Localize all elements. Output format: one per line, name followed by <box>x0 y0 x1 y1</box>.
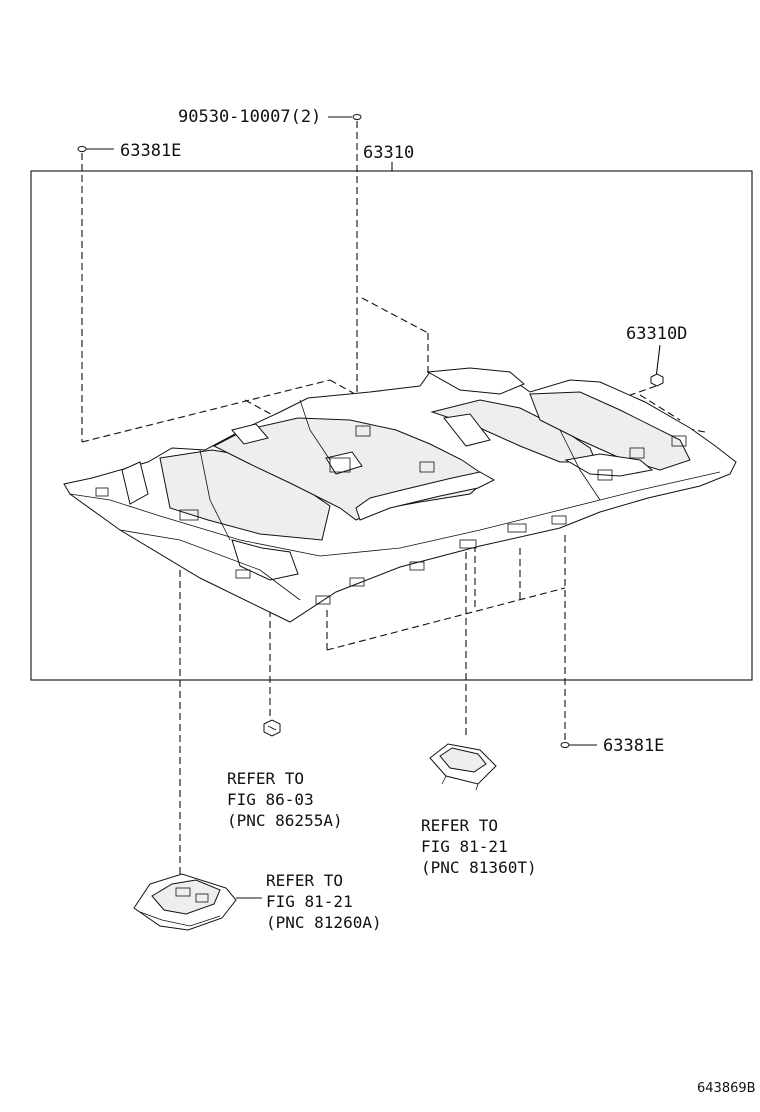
reference-note-bottom: REFER TO FIG 81-21 (PNC 81260A) <box>266 871 382 932</box>
ref-bottom-line3: (PNC 81260A) <box>266 913 382 932</box>
leader-retainer <box>655 344 661 379</box>
reference-note-middle: REFER TO FIG 81-21 (PNC 81360T) <box>421 816 537 877</box>
diagram-id: 643869B <box>697 1081 756 1096</box>
bolt-icon <box>352 114 362 120</box>
ref-middle-line3: (PNC 81360T) <box>421 858 537 877</box>
label-retainer-part-number: 63310D <box>626 324 687 344</box>
headliner-assembly-box <box>30 170 753 681</box>
headliner-panel <box>63 367 737 623</box>
ref-middle-line2: FIG 81-21 <box>421 837 508 856</box>
ref-bottom-line2: FIG 81-21 <box>266 892 353 911</box>
ref-left-line1: REFER TO <box>227 769 304 788</box>
label-clip-top-part-number: 63381E <box>120 141 181 161</box>
ref-bottom-line1: REFER TO <box>266 871 343 890</box>
clip-bottom-icon <box>560 742 570 748</box>
map-lamp-icon <box>429 743 497 791</box>
ref-left-line3: (PNC 86255A) <box>227 811 343 830</box>
reference-note-left: REFER TO FIG 86-03 (PNC 86255A) <box>227 769 343 830</box>
label-headliner-part-number: 63310 <box>363 143 414 163</box>
ref-middle-line1: REFER TO <box>421 816 498 835</box>
label-bolt-part-number: 90530-10007(2) <box>178 107 321 127</box>
console-lamp-icon <box>133 873 262 931</box>
clip-top-icon <box>77 146 87 152</box>
label-clip-bottom-part-number: 63381E <box>603 736 664 756</box>
ref-left-line2: FIG 86-03 <box>227 790 314 809</box>
retainer-icon <box>650 373 664 387</box>
